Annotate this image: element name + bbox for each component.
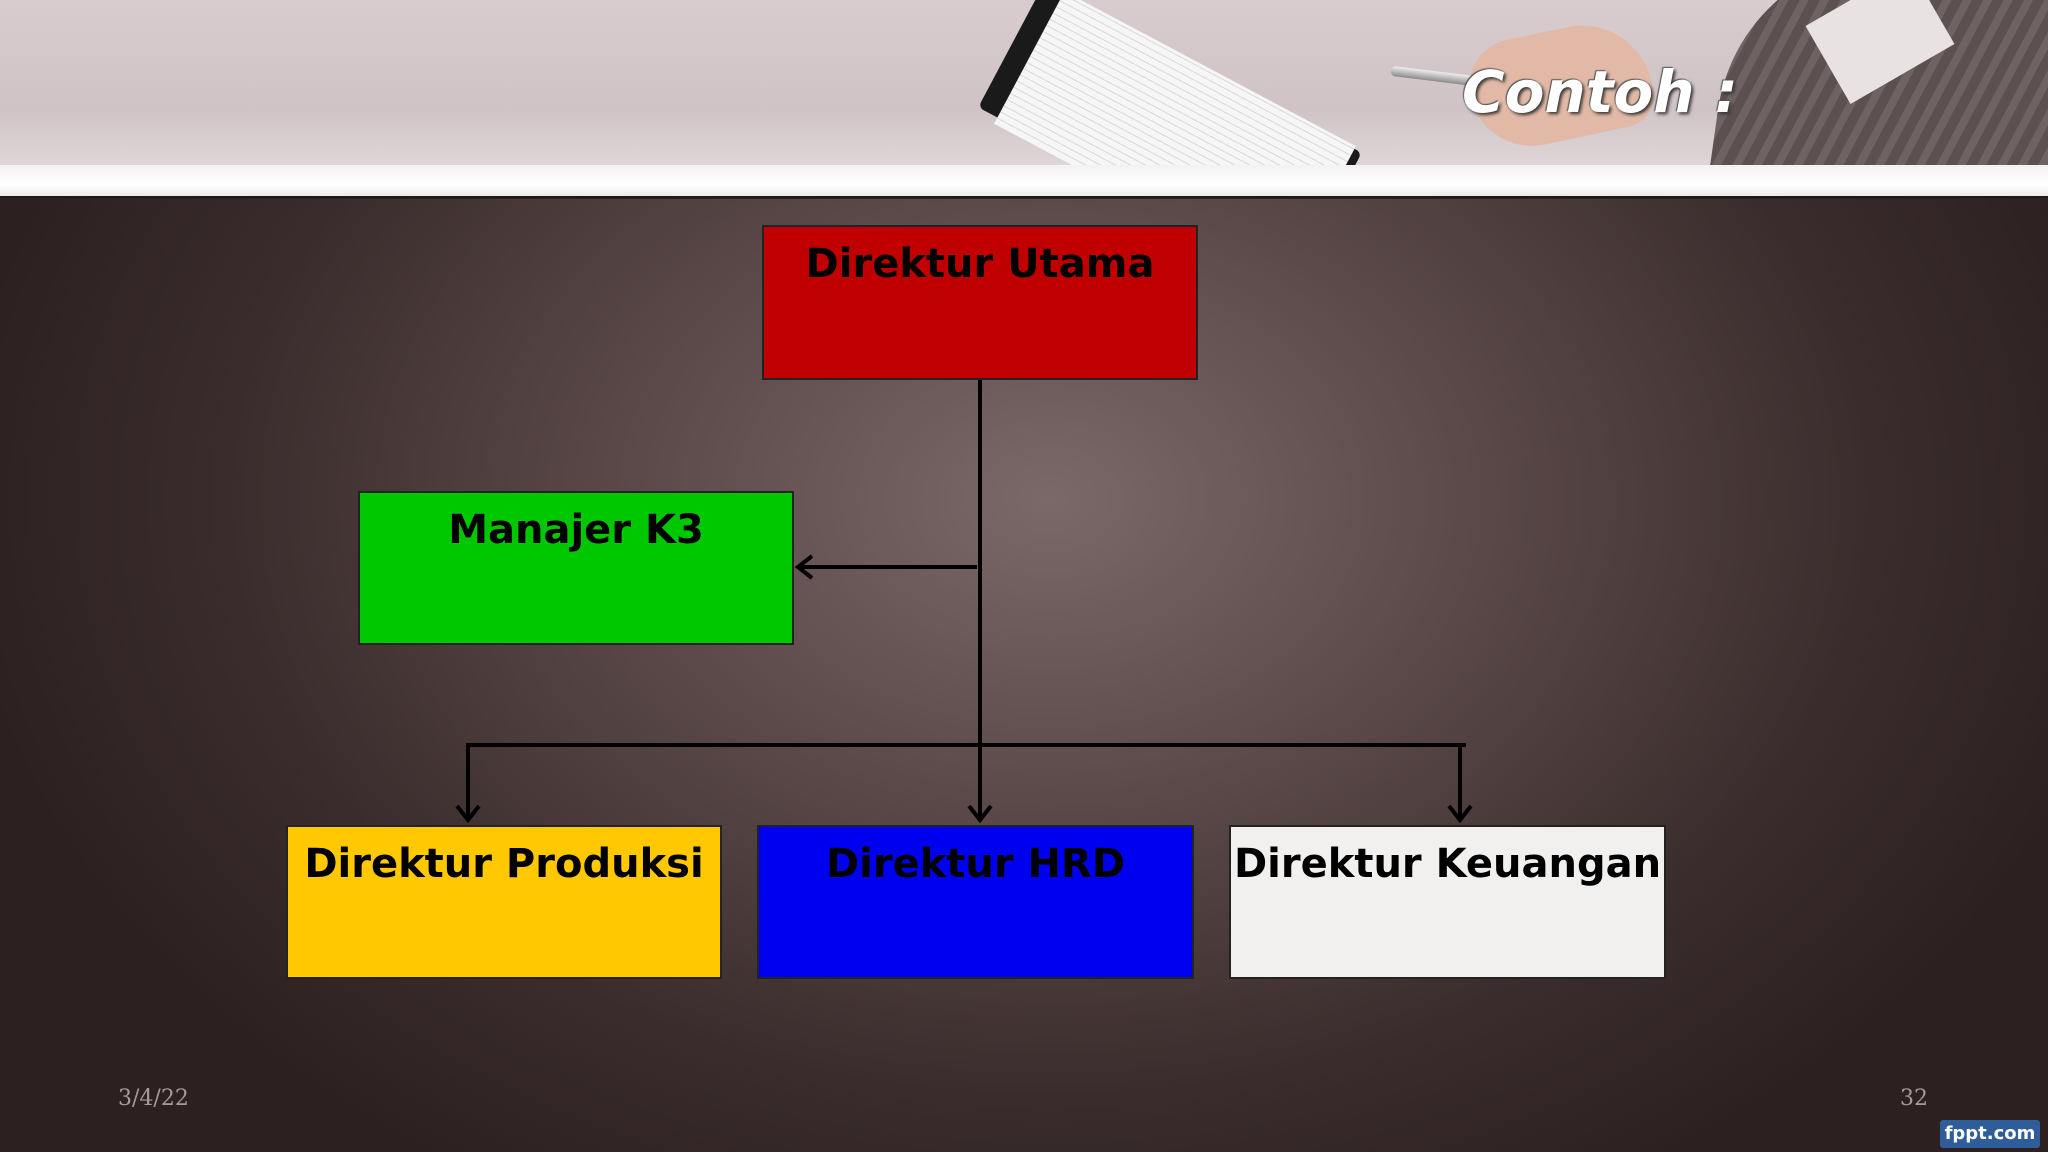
header-divider bbox=[0, 196, 2048, 198]
node-direktur-keuangan: Direktur Keuangan bbox=[1229, 825, 1666, 979]
node-label: Direktur Keuangan bbox=[1233, 841, 1662, 887]
node-direktur-produksi: Direktur Produksi bbox=[286, 825, 722, 979]
header-band bbox=[0, 165, 2048, 198]
fppt-watermark[interactable]: fppt.com bbox=[1940, 1120, 2040, 1148]
node-label: Manajer K3 bbox=[448, 507, 704, 553]
node-label: Direktur Utama bbox=[805, 241, 1155, 287]
node-direktur-hrd: Direktur HRD bbox=[757, 825, 1194, 979]
node-label: Direktur HRD bbox=[825, 841, 1126, 887]
slide-title: Contoh : bbox=[1462, 58, 1738, 126]
slide-date: 3/4/22 bbox=[118, 1086, 189, 1111]
node-label: Direktur Produksi bbox=[304, 841, 704, 887]
header-banner bbox=[0, 0, 2048, 198]
node-direktur-utama: Direktur Utama bbox=[762, 225, 1198, 380]
slide-page-number: 32 bbox=[1900, 1086, 1928, 1111]
node-manajer-k3: Manajer K3 bbox=[358, 491, 794, 645]
